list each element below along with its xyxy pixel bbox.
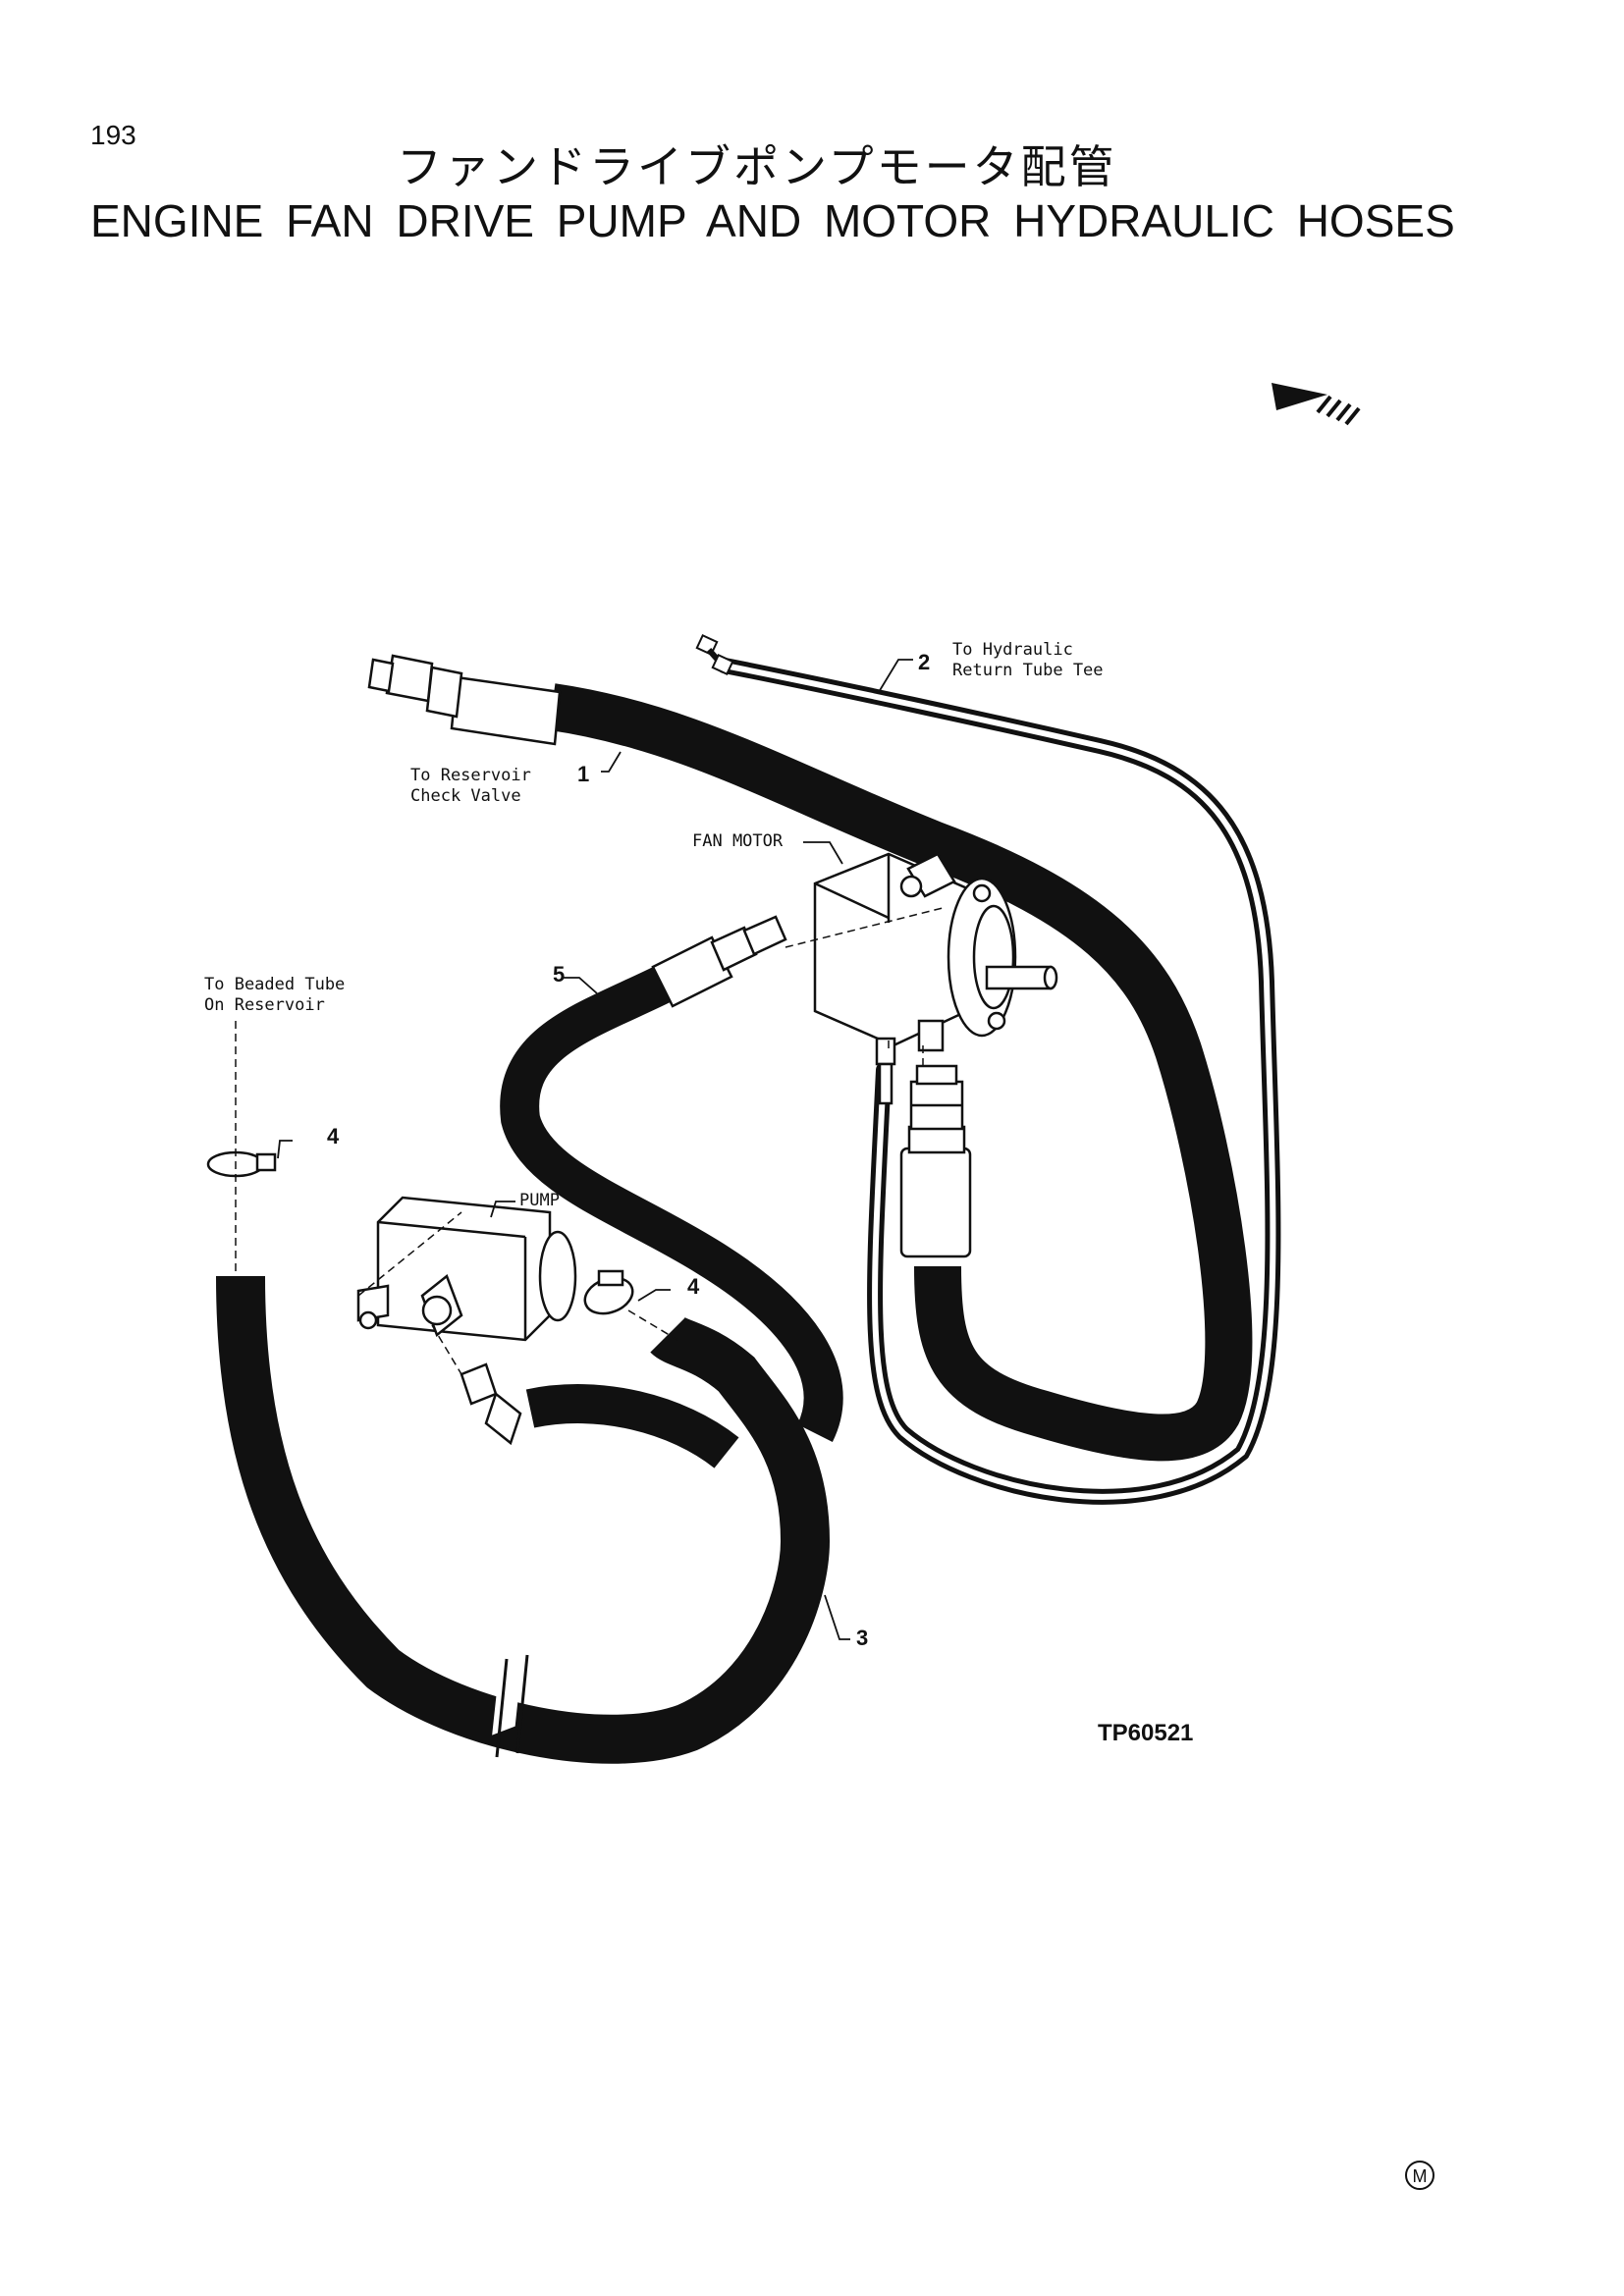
hose-3-break — [492, 1641, 529, 1758]
figure-code: TP60521 — [1098, 1720, 1193, 1746]
title-japanese: ファンドライブポンプモータ配管 — [397, 140, 1117, 193]
dashed-lines — [235, 907, 944, 1375]
pump-label: PUMP — [519, 1191, 560, 1210]
front-direction-arrow-icon — [1272, 383, 1361, 426]
beaded-tube-label-1: To Beaded Tube — [204, 975, 345, 994]
leader-lines — [277, 659, 913, 1640]
callout-1: 1 — [577, 762, 589, 786]
clamp-right — [583, 1269, 634, 1315]
hydraulic-return-label-2: Return Tube Tee — [952, 661, 1104, 680]
hose-1 — [548, 683, 1253, 1462]
hose-3 — [216, 1275, 831, 1764]
title-english: ENGINE FAN DRIVE PUMP AND MOTOR HYDRAULI… — [90, 195, 1455, 246]
callout-4-left: 4 — [327, 1124, 340, 1148]
registered-mark-icon: M — [1405, 2161, 1435, 2190]
hose-5 — [500, 964, 843, 1442]
svg-text:M: M — [1413, 2166, 1428, 2186]
hose-5-fitting — [651, 915, 787, 1008]
hydraulic-return-label-1: To Hydraulic — [952, 640, 1073, 660]
callout-5: 5 — [553, 962, 565, 987]
reservoir-check-label-1: To Reservoir — [410, 766, 531, 785]
pump — [356, 1196, 577, 1446]
reservoir-check-label-2: Check Valve — [410, 786, 521, 806]
clamp-left — [206, 1150, 277, 1178]
beaded-tube-label-2: On Reservoir — [204, 995, 325, 1015]
fan-motor-fitting — [875, 1037, 896, 1105]
hose-1-lower-fitting — [899, 1064, 972, 1258]
hose-2-fitting — [695, 633, 734, 676]
page-number: 193 — [90, 120, 136, 150]
callout-2: 2 — [918, 650, 930, 674]
hose-1-fitting — [367, 654, 562, 746]
fan-motor-label: FAN MOTOR — [692, 831, 784, 851]
fan-motor — [813, 852, 1058, 1052]
hose-2 — [717, 658, 1281, 1505]
callout-3: 3 — [856, 1626, 868, 1650]
callout-4-right: 4 — [687, 1274, 700, 1299]
